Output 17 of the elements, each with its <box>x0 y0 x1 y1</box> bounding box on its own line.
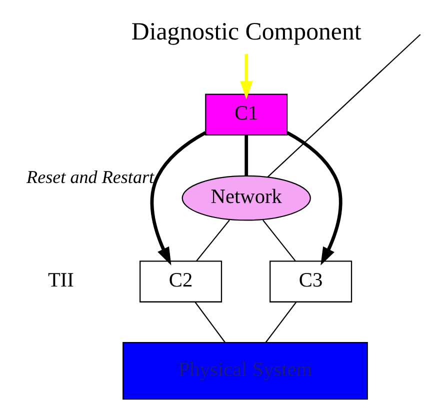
connector <box>244 135 248 176</box>
connector <box>196 220 230 262</box>
node-box: C2 <box>140 260 222 302</box>
node-ellipse: Network <box>182 175 311 221</box>
node-box: Physical System <box>122 342 368 400</box>
label: TII <box>48 270 74 292</box>
arrow <box>150 131 206 266</box>
node-text: Diagnostic Component <box>131 18 362 46</box>
arrow <box>286 131 342 266</box>
connector <box>262 220 296 262</box>
arrow <box>240 54 253 100</box>
connector <box>265 302 297 343</box>
node-box: C3 <box>270 260 352 302</box>
connector <box>194 302 226 343</box>
connector <box>267 34 421 178</box>
node-box: C1 <box>205 94 288 136</box>
edge-label: Reset and Restart <box>26 166 154 187</box>
